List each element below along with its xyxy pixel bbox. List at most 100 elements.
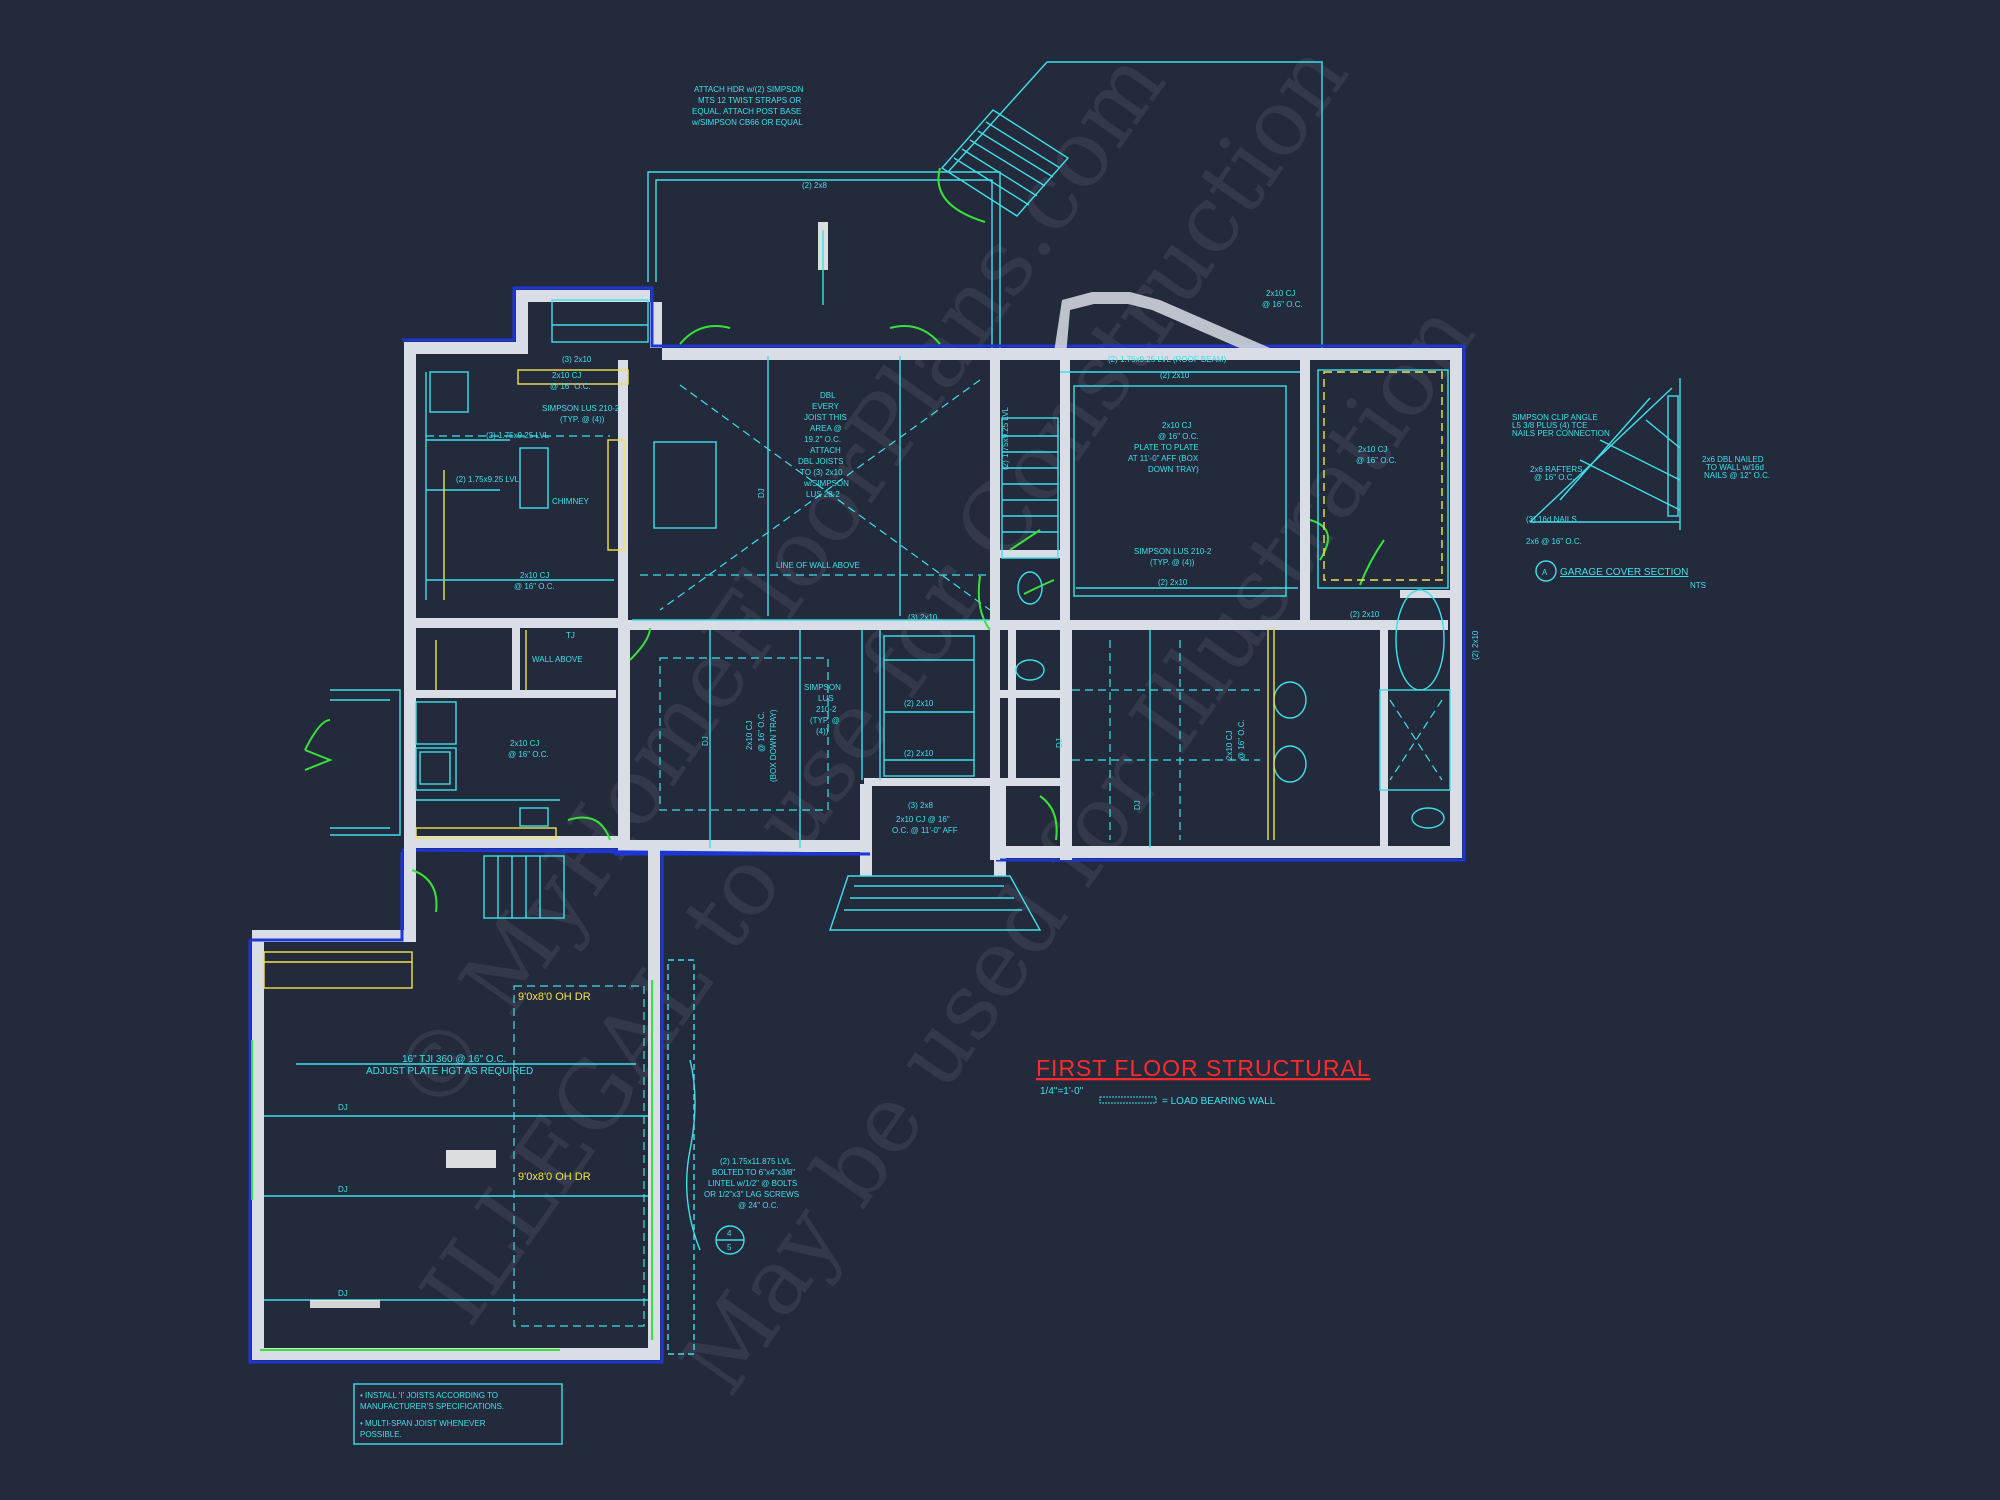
garage-lvl-line-5: @ 24" O.C. <box>738 1201 779 1210</box>
joist-notes: • INSTALL 'I' JOISTS ACCORDING TO MANUFA… <box>360 1391 504 1439</box>
kitchen-area <box>425 299 717 600</box>
porch-beam-label: (2) 2x8 <box>802 181 827 190</box>
drawing-title: FIRST FLOOR STRUCTURAL <box>1036 1055 1371 1081</box>
gs-label-2: L5 3/8 PLUS (4) TCE <box>1512 421 1587 430</box>
family-cj-line-1: 2x10 CJ <box>520 571 549 580</box>
dbl-joist-line-9: w/SIMPSON <box>803 479 849 488</box>
bay-cj-line-2: @ 16" O.C. <box>1262 300 1303 309</box>
tj-label: TJ <box>566 631 575 640</box>
bath-right-label: (2) 2x10 <box>1471 630 1480 660</box>
mud-cj-line-1: 2x10 CJ <box>510 739 539 748</box>
master-header-label: (2) 2x10 <box>1160 371 1190 380</box>
study-cj-line-1: 2x10 CJ <box>1225 731 1234 760</box>
dining-cj-line-3: (BOX DOWN TRAY) <box>769 709 778 782</box>
attach-hdr-line-3: EQUAL. ATTACH POST BASE <box>692 107 801 116</box>
chimney-label: CHIMNEY <box>552 497 590 506</box>
simpson-kitchen-line-2: (TYP. @ (4)) <box>560 415 605 424</box>
garage-framing <box>263 951 745 1355</box>
gs-label-6: (3) 16d NAILS <box>1526 515 1577 524</box>
simpson-dining-line-5: (4)) <box>816 727 829 736</box>
foyer-side-2: (2) 2x10 <box>904 749 934 758</box>
gs-label-8: 2x6 DBL NAILED <box>1702 455 1764 464</box>
dining-cj-line-2: @ 16" O.C. <box>757 711 766 752</box>
dbl-joist-line-3: JOIST THIS <box>804 413 847 422</box>
gs-label-4: 2x6 RAFTERS <box>1530 465 1582 474</box>
garage-door-label-1: 9'0x8'0 OH DR <box>518 991 591 1003</box>
master-cj-line-4: AT 11'-0" AFF (BOX <box>1128 454 1199 463</box>
garage-door-label-2: 9'0x8'0 OH DR <box>518 1171 591 1183</box>
dbl-joist-note: DBL EVERY JOIST THIS AREA @ 19.2" O.C. A… <box>798 391 849 499</box>
legend-text: = LOAD BEARING WALL <box>1162 1096 1276 1107</box>
hall-header-label: (3) 2x10 <box>908 613 938 622</box>
gs-label-9: TO WALL w/16d <box>1706 463 1764 472</box>
family-lvl-label: (2) 1.75x9.25 LVL <box>456 475 520 484</box>
interior-walls <box>416 360 1450 860</box>
laundry-wall-label: WALL ABOVE <box>532 655 583 664</box>
gs-label-5: @ 16" O.C. <box>1534 473 1575 482</box>
joist-note-line-4: POSSIBLE. <box>360 1430 402 1439</box>
master-cj-line-3: PLATE TO PLATE <box>1134 443 1199 452</box>
simpson-dining-line-4: (TYP. @ <box>810 716 840 725</box>
rear-porch <box>647 61 1323 348</box>
section-mark-top: 4 <box>727 1229 732 1238</box>
master-cj-line-5: DOWN TRAY) <box>1148 465 1199 474</box>
simpson-master-line-2: (TYP. @ (4)) <box>1150 558 1195 567</box>
dbl-joist-line-5: 19.2" O.C. <box>804 435 841 444</box>
dj-label-dining: DJ <box>701 736 710 746</box>
load-bearing-wall-swatch <box>1099 1096 1157 1104</box>
gs-marker: A <box>1542 568 1548 577</box>
kitchen-cj-line-2: @ 16" O.C. <box>550 382 591 391</box>
front-entry <box>483 855 1042 931</box>
dbl-joist-line-8: TO (3) 2x10 <box>800 468 843 477</box>
dj-label-garage-3: DJ <box>338 1289 348 1298</box>
garage-lvl-line-2: BOLTED TO 6"x4"x3/8" <box>712 1168 795 1177</box>
dj-label-study: DJ <box>1133 800 1142 810</box>
dj-label-hall: DJ <box>1055 738 1064 748</box>
master-bottom-header: (2) 2x10 <box>1158 578 1188 587</box>
stair-lvl-label: (2) 1.75x9.25 LVL <box>1001 406 1010 470</box>
attach-hdr-line-1: ATTACH HDR w/(2) SIMPSON <box>694 85 804 94</box>
gs-label-10: NAILS @ 12" O.C. <box>1704 471 1770 480</box>
drawing-title-block: FIRST FLOOR STRUCTURAL 1/4"=1'-0" = LOAD… <box>1036 1055 1371 1107</box>
mud-cj-line-2: @ 16" O.C. <box>508 750 549 759</box>
drawing-scale: 1/4"=1'-0" <box>1040 1086 1084 1097</box>
simpson-kitchen-line-1: SIMPSON LUS 210-2 <box>542 404 620 413</box>
master-cj-line-1: 2x10 CJ <box>1162 421 1191 430</box>
dbl-joist-line-4: AREA @ <box>810 424 842 433</box>
laundry-mudroom <box>330 630 560 839</box>
dbl-joist-line-7: DBL JOISTS <box>798 457 844 466</box>
dbl-joist-line-6: ATTACH <box>810 446 841 455</box>
foyer-cj-line-2: O.C. @ 11'-0" AFF <box>892 826 958 835</box>
dj-label-family: DJ <box>757 488 766 498</box>
garage-lvl-note: (2) 1.75x11.875 LVL BOLTED TO 6"x4"x3/8"… <box>704 1157 799 1210</box>
stair-hall <box>1001 417 1059 681</box>
master-suite-framing <box>1060 369 1451 840</box>
master-cj-line-2: @ 16" O.C. <box>1158 432 1199 441</box>
closet-cj-line-2: @ 16" O.C. <box>1356 456 1397 465</box>
doors <box>251 325 1385 1351</box>
joist-notes-box <box>353 1383 563 1445</box>
kitchen-lvl-label: (2) 1.75x9.25 LVL <box>486 431 550 440</box>
foyer-side-1: (2) 2x10 <box>904 699 934 708</box>
bay-cj-line-1: 2x10 CJ <box>1266 289 1295 298</box>
kitchen-header-label: (3) 2x10 <box>562 355 592 364</box>
gs-label-1: SIMPSON CLIP ANGLE <box>1512 413 1598 422</box>
dj-label-garage-2: DJ <box>338 1185 348 1194</box>
garage-lvl-line-3: LINTEL w/1/2" @ BOLTS <box>708 1179 797 1188</box>
attach-hdr-line-2: MTS 12 TWIST STRAPS OR <box>698 96 802 105</box>
joist-note-line-2: MANUFACTURER'S SPECIFICATIONS. <box>360 1402 504 1411</box>
garage-cover-section-detail <box>1529 378 1681 582</box>
dbl-joist-line-10: LUS 28-2 <box>806 490 840 499</box>
dining-framing <box>659 630 975 848</box>
garage-section-scale: NTS <box>1690 581 1706 590</box>
bath-header-label: (2) 2x10 <box>1350 610 1380 619</box>
gs-label-7: 2x6 @ 16" O.C. <box>1526 537 1582 546</box>
study-cj-line-2: @ 16" O.C. <box>1237 719 1246 760</box>
garage-section-title: GARAGE COVER SECTION <box>1560 567 1688 578</box>
section-mark-bottom: 5 <box>727 1243 732 1252</box>
joist-note-line-3: • MULTI-SPAN JOIST WHENEVER <box>360 1419 486 1428</box>
foyer-header-label: (3) 2x8 <box>908 801 933 810</box>
dbl-joist-line-1: DBL <box>820 391 836 400</box>
foyer-cj-line-1: 2x10 CJ @ 16" <box>896 815 950 824</box>
